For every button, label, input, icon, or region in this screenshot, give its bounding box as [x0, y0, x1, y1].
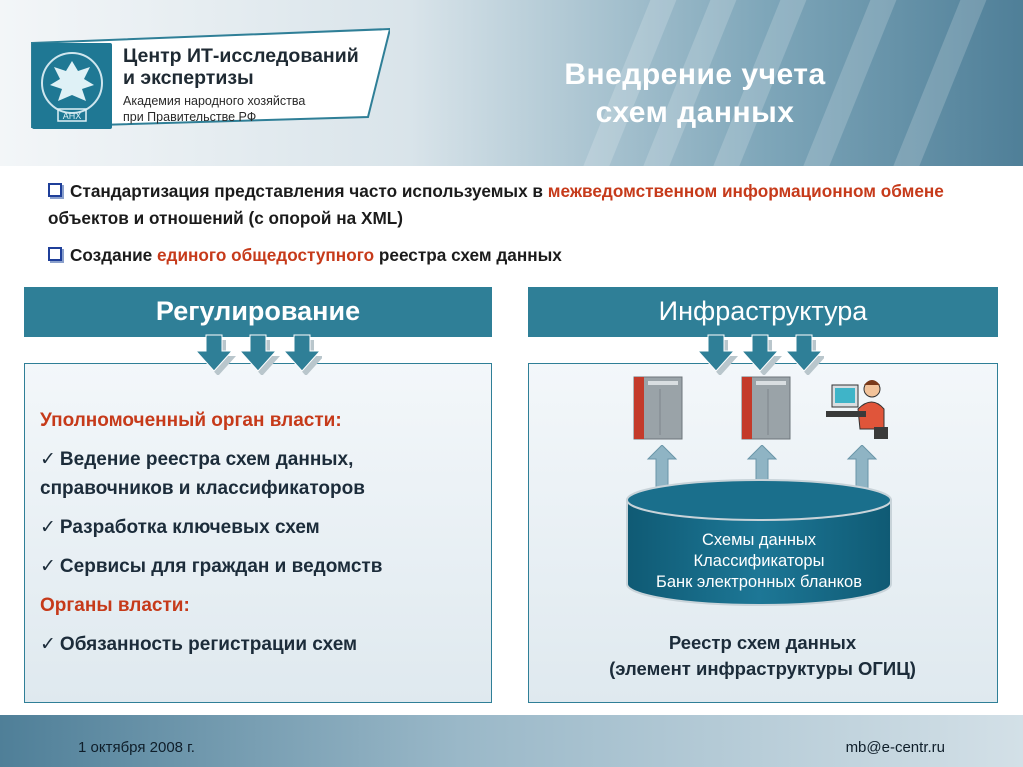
check-icon: ✓ — [40, 449, 56, 470]
list-item: ✓Разработка ключевых схем — [40, 517, 320, 538]
operator-icon — [826, 380, 888, 439]
list-item: ✓Сервисы для граждан и ведомств — [40, 556, 383, 577]
footer-date: 1 октября 2008 г. — [78, 739, 195, 756]
slide-title: Внедрение учета схем данных — [564, 58, 826, 129]
checkbox-bullet-icon — [48, 183, 62, 197]
emblem-label: АНХ — [63, 111, 82, 121]
bullet-registry: Создание единого общедоступного реестра … — [48, 242, 1008, 269]
emblem-icon: АНХ — [32, 43, 112, 129]
database-contents: Схемы данных Классификаторы Банк электро… — [656, 531, 862, 591]
down-arrows-left-icon — [194, 334, 322, 375]
servers-and-operator — [633, 376, 888, 440]
regulation-content: Уполномоченный орган власти: ✓Ведение ре… — [40, 406, 480, 659]
organization-logo: АНХ Центр ИТ-исследований и экспертизы А… — [28, 27, 390, 129]
database-icon — [626, 479, 892, 606]
intro-bullets: Стандартизация представления часто испол… — [48, 178, 1008, 279]
authorized-body-heading: Уполномоченный орган власти: — [40, 410, 342, 431]
footer: 1 октября 2008 г. mb@e-centr.ru — [0, 715, 1023, 767]
regulation-panel — [24, 363, 492, 703]
check-icon: ✓ — [40, 556, 56, 577]
bullet-standardization: Стандартизация представления часто испол… — [48, 181, 944, 228]
server-icon — [741, 376, 791, 440]
sync-arrows-icon — [646, 445, 878, 511]
list-item: ✓Обязанность регистрации схем — [40, 634, 358, 655]
server-icon — [633, 376, 683, 440]
down-arrows-right-icon — [696, 334, 824, 375]
org-subtitle: Академия народного хозяйства при Правите… — [123, 94, 306, 124]
regulation-header: Регулирование — [24, 287, 492, 337]
org-title: Центр ИТ-исследований и экспертизы — [123, 45, 359, 89]
infrastructure-header: Инфраструктура — [528, 287, 998, 337]
footer-email[interactable]: mb@e-centr.ru — [845, 739, 945, 756]
check-icon: ✓ — [40, 634, 56, 655]
checkbox-bullet-icon — [48, 247, 62, 261]
authorities-heading: Органы власти: — [40, 595, 190, 616]
list-item: ✓Ведение реестра схем данных, справочник… — [40, 449, 365, 499]
check-icon: ✓ — [40, 517, 56, 538]
registry-caption: Реестр схем данных (элемент инфраструкту… — [609, 632, 916, 679]
header: АНХ Центр ИТ-исследований и экспертизы А… — [0, 0, 1023, 166]
